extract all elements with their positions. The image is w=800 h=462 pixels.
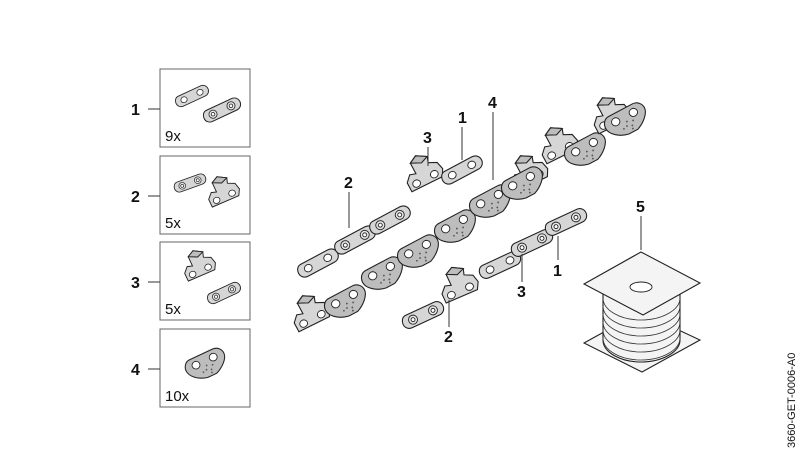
kit-item-3: 3 5x: [131, 241, 251, 321]
callout-2-left: 2: [344, 175, 353, 192]
kit-item-4-quantity: 10x: [165, 388, 190, 405]
kit-item-2-quantity: 5x: [165, 215, 181, 232]
kit-item-4-number: 4: [131, 362, 140, 379]
callout-3-bottom: 3: [517, 284, 526, 301]
callout-1-right: 1: [553, 263, 562, 280]
kit-item-1: 1 9x: [131, 68, 251, 148]
callout-1-top: 1: [458, 110, 467, 127]
kit-item-2-number: 2: [131, 189, 140, 206]
callout-5: 5: [636, 199, 645, 216]
saw-chain-assembly: [284, 88, 653, 334]
callout-4-top: 4: [488, 95, 497, 112]
callout-2-bottom: 2: [444, 329, 453, 346]
callouts: 1 3 4 2 1 3 2 5: [344, 95, 645, 346]
kit-item-3-number: 3: [131, 275, 140, 292]
kit-item-1-number: 1: [131, 102, 140, 119]
kit-item-2: 2 5x: [131, 155, 251, 235]
kit-item-1-quantity: 9x: [165, 128, 181, 145]
kit-item-3-quantity: 5x: [165, 301, 181, 318]
kit-item-4: 4 10x: [131, 328, 251, 408]
reference-code: 3660-GET-0006-A0: [786, 353, 798, 448]
callout-3-top: 3: [423, 130, 432, 147]
chain-spool: [582, 251, 702, 373]
